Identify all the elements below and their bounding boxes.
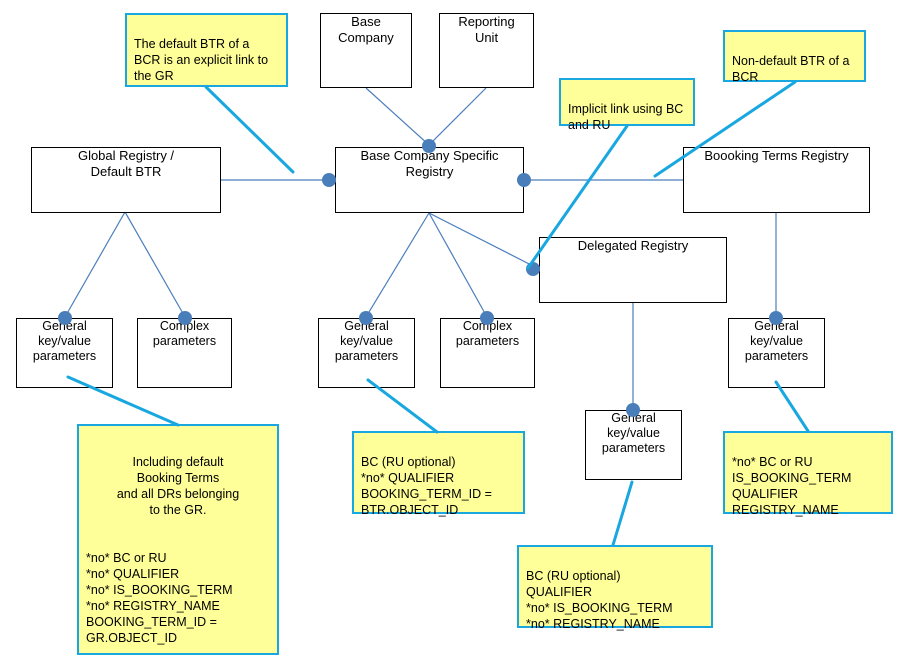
note-global-registry-details[interactable]: Including default Booking Terms and all … [77,424,279,655]
junction-dot-bcr-general-params [359,311,373,325]
node-btr-label: Boooking Terms Registry [704,148,849,163]
junction-dot-bcsr-left [322,173,336,187]
note-bcr-details-text: BC (RU optional) *no* QUALIFIER BOOKING_… [361,455,492,517]
note-default-btr[interactable]: The default BTR of a BCR is an explicit … [125,13,288,87]
note-dr-details-text: BC (RU optional) QUALIFIER *no* IS_BOOKI… [526,569,673,631]
note-non-default-btr-text: Non-default BTR of a BCR [732,54,850,84]
note-gr-details-head: Including default Booking Terms and all … [116,455,240,517]
note-implicit-link-text: Implicit link using BC and RU [568,102,684,132]
note-bcr-details[interactable]: BC (RU optional) *no* QUALIFIER BOOKING_… [352,431,525,517]
node-delegated-registry[interactable]: Delegated Registry [539,237,727,303]
junction-dot-bcsr-top [422,139,436,153]
junction-dot-bcr-complex-params [480,311,494,325]
junction-dot-delegated-registry-left [526,262,540,276]
note-non-default-btr[interactable]: Non-default BTR of a BCR [723,30,866,84]
note-btr-details[interactable]: *no* BC or RU IS_BOOKING_TERM QUALIFIER … [723,431,893,517]
note-implicit-link[interactable]: Implicit link using BC and RU [559,78,695,132]
node-delegated-registry-label: Delegated Registry [577,238,689,253]
junction-dot-gr-general-params [58,311,72,325]
node-global-registry-label: Global Registry /Default BTR [77,148,175,179]
junction-dot-dr-general-params [626,403,640,417]
junction-dot-bcsr-right [517,173,531,187]
junction-dot-gr-complex-params [178,311,192,325]
note-default-btr-text: The default BTR of a BCR is an explicit … [134,37,269,83]
note-gr-details-body: *no* BC or RU *no* QUALIFIER *no* IS_BOO… [86,551,233,645]
note-btr-details-text: *no* BC or RU IS_BOOKING_TERM QUALIFIER … [732,455,852,517]
note-dr-details[interactable]: BC (RU optional) QUALIFIER *no* IS_BOOKI… [517,545,713,631]
node-global-registry[interactable]: Global Registry /Default BTR [31,147,221,213]
junction-dot-btr-general-params [769,311,783,325]
node-booking-terms-registry[interactable]: Boooking Terms Registry [683,147,870,213]
